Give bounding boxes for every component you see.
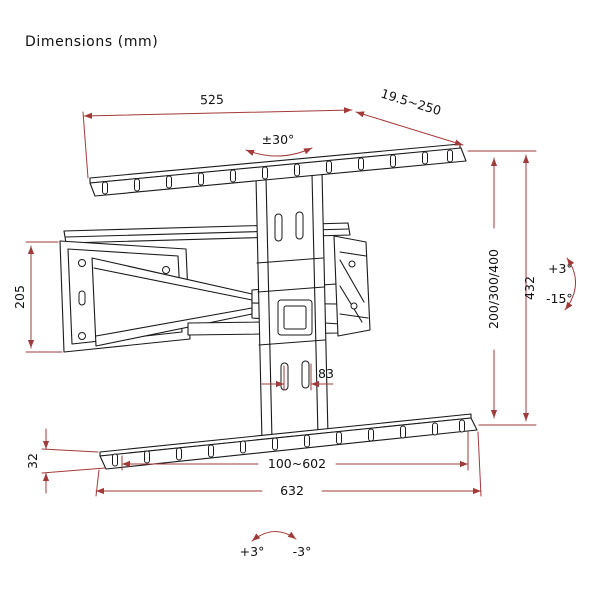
- dim-overall-height: 432: [467, 150, 537, 426]
- dim-label-wall-plate-height: 205: [12, 285, 27, 309]
- dim-vesa-width-range: 100~602: [121, 431, 469, 471]
- dim-rail-height: 32: [25, 428, 106, 494]
- dim-label-column-width: 83: [318, 366, 334, 381]
- dim-label-level-minus: -3°: [293, 544, 312, 559]
- dim-label-vesa-width-range: 100~602: [268, 456, 326, 471]
- dim-extension-range: 19.5~250: [355, 86, 464, 146]
- center-column: [255, 172, 329, 442]
- dim-swivel-top: ±30°: [245, 132, 313, 157]
- dim-wall-plate-height: 205: [12, 241, 63, 353]
- dim-label-top-width: 525: [200, 92, 224, 107]
- dim-label-swivel-range: ±30°: [262, 132, 295, 147]
- dim-label-vesa-heights: 200/300/400: [486, 249, 501, 329]
- top-rail-holes: [102, 149, 453, 195]
- dim-label-tilt-down: -15°: [546, 291, 573, 306]
- dim-label-level-plus: +3°: [240, 544, 265, 559]
- dim-tilt: +3° -15°: [546, 257, 576, 311]
- dim-top-width: 525: [82, 92, 353, 179]
- dim-label-overall-width: 632: [280, 483, 304, 498]
- page-title: Dimensions (mm): [25, 34, 159, 50]
- dim-vesa-heights: 200/300/400: [486, 157, 501, 419]
- dim-label-overall-height: 432: [522, 276, 537, 300]
- dim-level-adjust: +3° -3°: [240, 531, 312, 559]
- dim-column-width: 83: [261, 363, 334, 391]
- bottom-rail-holes: [112, 419, 465, 467]
- dim-label-tilt-up: +3°: [548, 261, 573, 276]
- bottom-rail: [99, 413, 478, 470]
- top-rail: [89, 143, 467, 197]
- mount-drawing: [59, 143, 478, 470]
- pivot-bracket: [333, 235, 371, 337]
- dim-label-extension-range: 19.5~250: [379, 86, 443, 119]
- dim-overall-width: 632: [95, 431, 482, 498]
- dim-label-rail-height: 32: [25, 453, 40, 469]
